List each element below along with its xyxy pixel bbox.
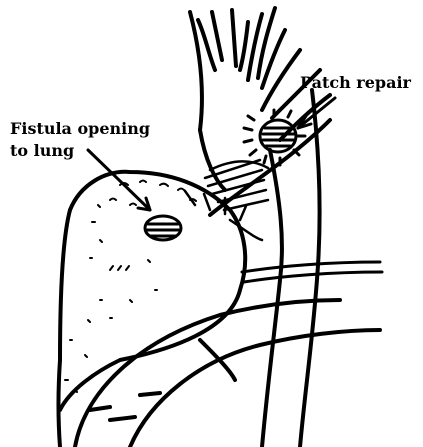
upper-vessels <box>190 8 330 190</box>
fistula-label-line-2: to lung <box>10 142 74 160</box>
lower-organ <box>75 300 380 447</box>
tape-sling <box>242 262 382 282</box>
fistula-opening <box>145 216 181 240</box>
patch-repair-label: Patch repair <box>300 74 423 92</box>
lung-outline <box>59 172 246 447</box>
hatched-tissue <box>185 160 268 240</box>
fistula-label-line-1: Fistula opening <box>10 120 150 138</box>
